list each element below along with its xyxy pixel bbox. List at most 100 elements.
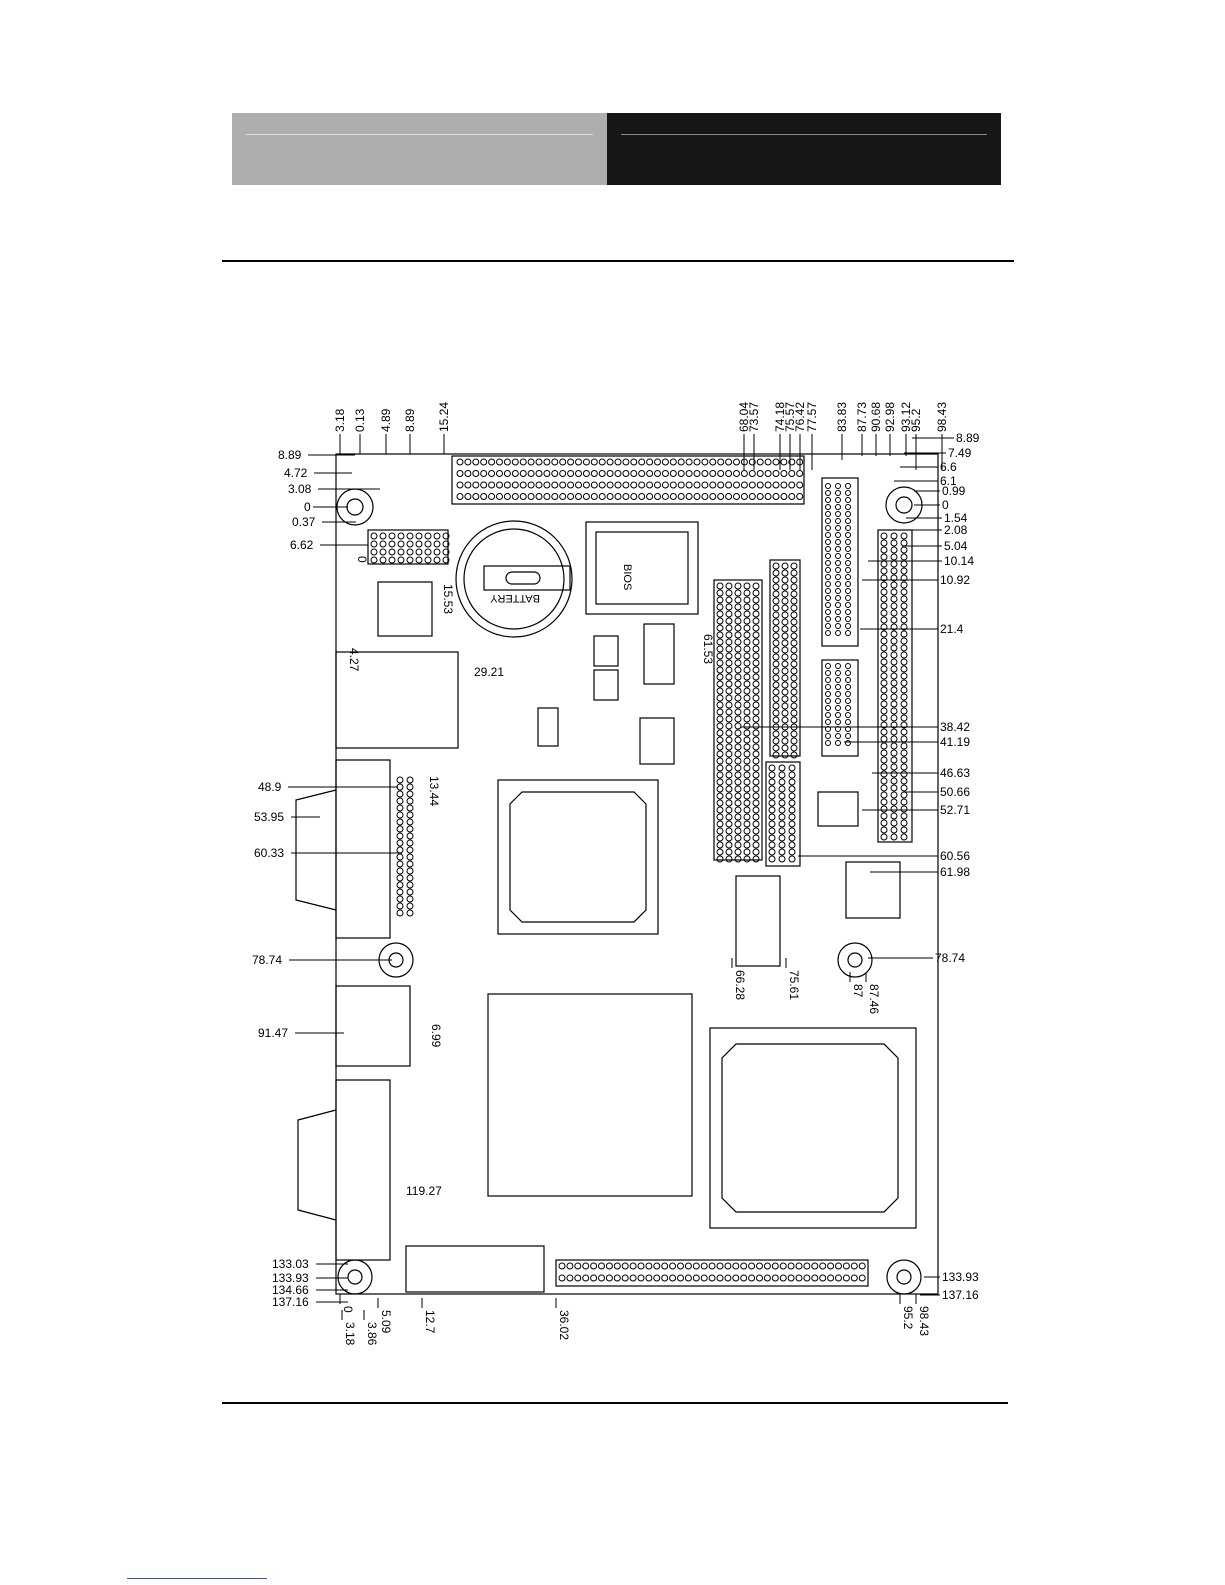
pin: [734, 757, 742, 765]
pin: [835, 574, 841, 580]
pin: [717, 481, 725, 489]
pin: [811, 1274, 819, 1282]
dim-right-17: 60.56: [940, 849, 970, 863]
pin: [781, 646, 789, 654]
pin: [752, 582, 760, 590]
pin: [406, 895, 414, 903]
pin: [519, 493, 527, 500]
pin: [845, 588, 851, 594]
pin: [406, 881, 414, 889]
pin: [768, 771, 776, 779]
pin: [725, 481, 733, 489]
pin: [756, 1274, 763, 1282]
pin: [725, 458, 733, 466]
pin: [825, 698, 831, 704]
pin: [825, 595, 831, 601]
pin: [734, 834, 742, 842]
pin: [621, 1274, 629, 1282]
pin: [835, 546, 841, 552]
pin: [433, 548, 441, 556]
pin: [880, 826, 888, 834]
pin: [880, 609, 888, 617]
dim-right-5: 0: [942, 498, 949, 512]
pin: [725, 673, 733, 681]
dim-left-3: 0: [304, 500, 311, 514]
pin: [900, 819, 908, 827]
dim-right-6: 1.54: [944, 511, 968, 525]
pin: [825, 712, 831, 718]
pin: [567, 481, 575, 489]
pin: [725, 624, 733, 632]
pin: [890, 602, 898, 610]
pin: [772, 604, 780, 612]
dimension-annotations: 8.894.723.0800.376.6248.953.9560.3378.74…: [252, 402, 980, 1346]
pin: [781, 751, 789, 759]
pin: [756, 481, 764, 489]
pin: [743, 589, 751, 597]
pin: [845, 574, 851, 580]
pin: [613, 1274, 621, 1282]
pin: [890, 756, 898, 764]
pin: [788, 458, 796, 466]
pin: [827, 1262, 835, 1270]
pin: [880, 819, 888, 827]
pin: [684, 1262, 692, 1270]
pin: [845, 504, 851, 510]
pin: [388, 532, 396, 540]
pin: [752, 610, 760, 618]
dim-right-13: 41.19: [940, 735, 970, 749]
pin: [790, 583, 798, 591]
pin: [637, 1274, 645, 1282]
dim-top-10: 77.57: [805, 402, 819, 432]
pin: [725, 603, 733, 611]
pin: [768, 778, 776, 786]
pin: [890, 588, 898, 596]
pin: [845, 539, 851, 545]
dim-right-19: 78.74: [935, 951, 965, 965]
header-left-panel: [232, 113, 607, 185]
pin: [654, 458, 661, 466]
dim-right-12: 38.42: [940, 720, 970, 734]
pin: [535, 470, 543, 477]
pin: [845, 670, 851, 676]
pin: [646, 493, 654, 500]
pin: [614, 470, 622, 477]
pin: [406, 874, 414, 882]
pin: [900, 742, 908, 750]
pin: [725, 645, 733, 653]
dim-right-20: 133.93: [942, 1270, 979, 1284]
pin: [424, 540, 432, 548]
pin: [743, 652, 751, 660]
pin: [752, 848, 760, 856]
pin: [752, 645, 760, 653]
pin: [716, 799, 724, 807]
pin: [396, 874, 404, 882]
dim-inner-7: 119.27: [406, 1184, 442, 1198]
pin: [788, 813, 796, 821]
pin: [835, 595, 841, 601]
pin: [716, 764, 724, 772]
pin: [725, 652, 733, 660]
pin: [669, 493, 677, 500]
pin: [781, 674, 789, 682]
pin: [781, 730, 789, 738]
pin: [433, 532, 441, 540]
pin: [567, 493, 575, 500]
pin: [752, 596, 760, 604]
pin: [733, 493, 740, 500]
pin: [752, 666, 760, 674]
pin: [772, 646, 780, 654]
pin: [772, 583, 780, 591]
pin: [900, 560, 908, 568]
pin: [406, 860, 414, 868]
pin: [890, 546, 898, 554]
pin: [796, 493, 804, 500]
dim-right-7: 2.08: [944, 523, 968, 537]
dim-bottom-11: 98.43: [917, 1306, 931, 1336]
pin: [725, 617, 733, 625]
pin: [880, 616, 888, 624]
pin: [734, 624, 742, 632]
pin: [716, 820, 724, 828]
pin: [743, 694, 751, 702]
pin: [734, 729, 742, 737]
